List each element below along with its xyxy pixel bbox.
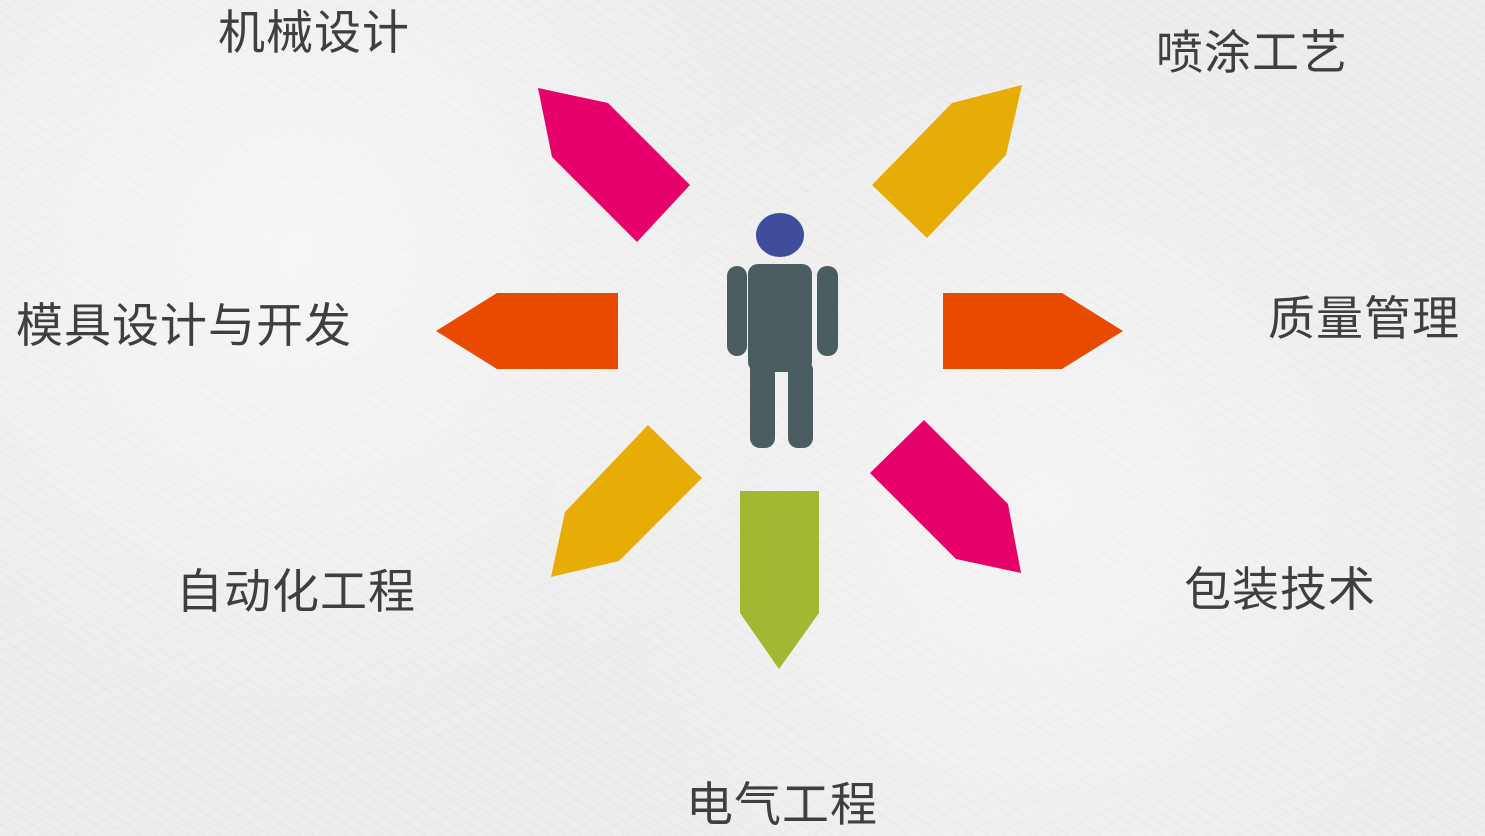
label-automation: 自动化工程 — [176, 565, 416, 620]
arrow-packaging — [870, 420, 1021, 573]
arrow-mold-design — [436, 293, 618, 369]
label-electrical: 电气工程 — [686, 778, 878, 833]
person-torso — [748, 264, 812, 372]
person-leg-left — [750, 360, 775, 448]
person-head — [756, 213, 804, 257]
person-arm-right — [817, 266, 838, 356]
label-quality-management: 质量管理 — [1268, 292, 1460, 347]
person-icon — [727, 213, 838, 448]
label-packaging: 包装技术 — [1184, 563, 1376, 618]
arrow-spray-process — [872, 85, 1022, 238]
person-leg-right — [788, 360, 813, 448]
label-spray-process: 喷涂工艺 — [1156, 26, 1348, 81]
arrow-quality-management — [943, 293, 1123, 369]
person-arm-left — [727, 266, 747, 356]
arrow-mechanical-design — [538, 88, 690, 242]
label-mechanical-design: 机械设计 — [218, 6, 410, 61]
arrow-electrical — [740, 491, 819, 669]
label-mold-design: 模具设计与开发 — [16, 299, 352, 354]
arrow-automation — [551, 425, 702, 577]
